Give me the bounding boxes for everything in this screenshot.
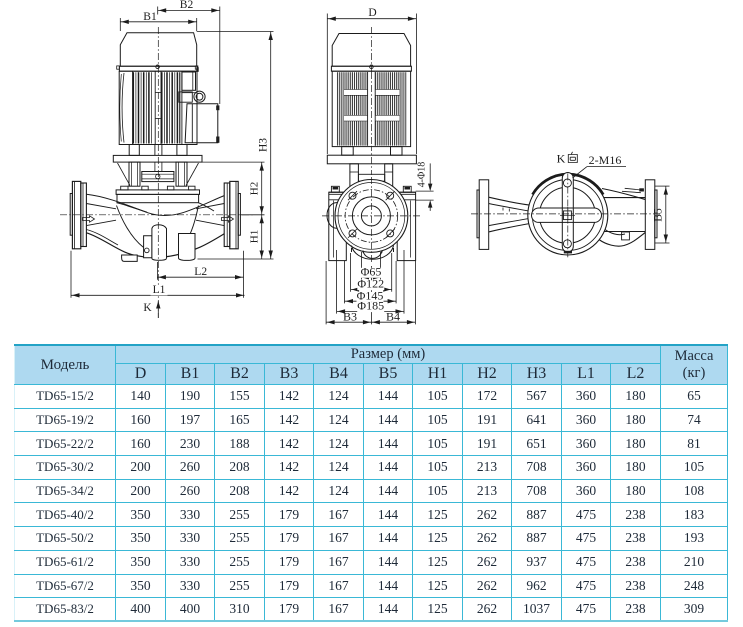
- svg-text:4-Φ18: 4-Φ18: [416, 162, 427, 188]
- svg-text:L2: L2: [194, 266, 207, 278]
- svg-text:L1: L1: [153, 284, 166, 296]
- svg-text:B3: B3: [343, 310, 357, 324]
- svg-text:B5: B5: [653, 208, 665, 222]
- svg-text:Φ145: Φ145: [357, 288, 384, 302]
- svg-text:Φ122: Φ122: [357, 277, 384, 291]
- svg-text:H1: H1: [249, 230, 261, 243]
- svg-text:2-M16: 2-M16: [589, 153, 622, 167]
- svg-text:Φ185: Φ185: [357, 299, 384, 313]
- svg-text:H3: H3: [258, 138, 270, 152]
- svg-text:H2: H2: [249, 182, 261, 195]
- svg-text:D: D: [368, 7, 376, 19]
- svg-text:B1: B1: [143, 11, 157, 23]
- svg-text:B4: B4: [386, 310, 400, 324]
- svg-text:Φ65: Φ65: [361, 264, 382, 278]
- svg-text:B2: B2: [180, 0, 194, 11]
- svg-text:K: K: [143, 302, 152, 314]
- svg-text:K: K: [557, 152, 566, 166]
